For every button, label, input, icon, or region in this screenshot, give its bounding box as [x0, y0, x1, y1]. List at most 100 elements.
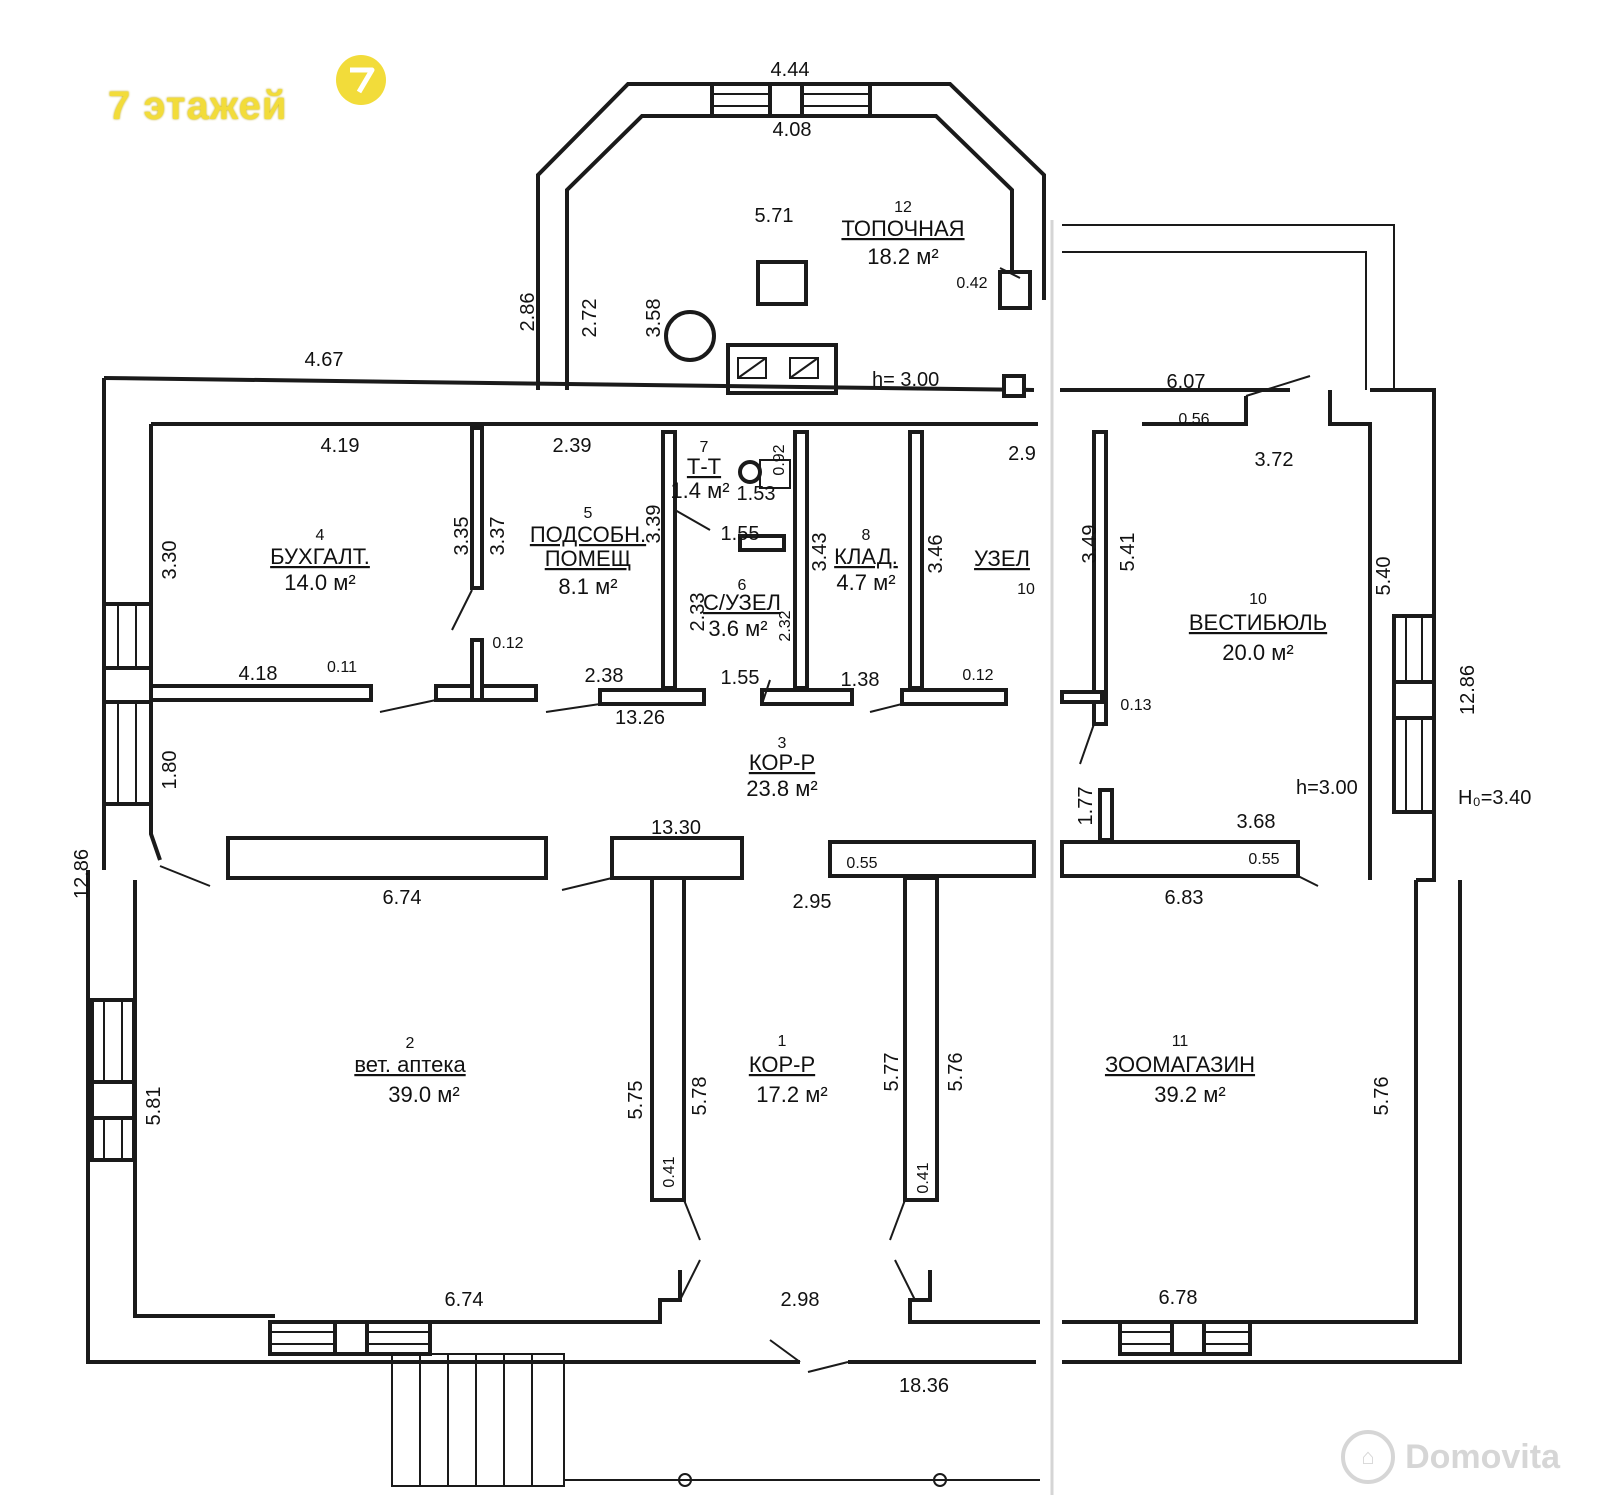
dim-label: 0.92 [771, 444, 788, 475]
dim-label: 4.44 [771, 59, 810, 81]
svg-text:7: 7 [700, 439, 709, 456]
svg-text:4.7 м²: 4.7 м² [836, 570, 895, 595]
dim-label: 3.35 [451, 517, 473, 556]
svg-text:вет. аптека: вет. аптека [354, 1052, 466, 1077]
svg-text:10: 10 [1249, 591, 1267, 608]
svg-text:Т-Т: Т-Т [687, 454, 721, 479]
dim-label: 12.86 [1457, 665, 1479, 715]
dim-label: 2.33 [687, 593, 709, 632]
svg-text:ЗООМАГАЗИН: ЗООМАГАЗИН [1105, 1052, 1255, 1077]
ceiling-height-1: h= 3.00 [872, 369, 939, 391]
dim-label: 3.39 [643, 505, 665, 544]
dim-label: 0.12 [492, 635, 523, 652]
dim-label: 2.86 [517, 293, 539, 332]
dim-label: 1.77 [1075, 787, 1097, 826]
svg-text:КОР-Р: КОР-Р [749, 1052, 815, 1077]
ceiling-height-2: h=3.00 [1296, 777, 1358, 799]
dim-label: 13.30 [651, 817, 701, 839]
dim-label: 0.55 [846, 855, 877, 872]
room-8-label: 8 КЛАД. 4.7 м² [834, 527, 898, 595]
dim-label: 2.72 [579, 299, 601, 338]
svg-text:2: 2 [406, 1035, 415, 1052]
dimension-labels: 4.44 4.08 5.71 0.42 2.86 2.72 3.58 4.67 … [71, 59, 1479, 1397]
door-swings [159, 267, 1319, 1373]
svg-text:23.8 м²: 23.8 м² [746, 776, 817, 801]
watermark: ⌂ Domovita [1341, 1430, 1560, 1484]
dim-label: 0.11 [327, 659, 357, 676]
dim-label: 1.38 [841, 669, 880, 691]
svg-text:3.6 м²: 3.6 м² [708, 616, 767, 641]
svg-text:8: 8 [862, 527, 871, 544]
dim-label: 1.55 [721, 667, 760, 689]
ceiling-height-total: H₀=3.40 [1458, 787, 1531, 809]
svg-text:1.4 м²: 1.4 м² [670, 478, 729, 503]
svg-text:20.0 м²: 20.0 м² [1222, 640, 1293, 665]
dim-label: 1.55 [721, 523, 760, 545]
dim-label: 3.72 [1255, 449, 1294, 471]
room-5-label: 5 ПОДСОБН. ПОМЕЩ 8.1 м² [530, 505, 646, 599]
svg-text:ПОМЕЩ: ПОМЕЩ [545, 546, 632, 571]
svg-text:1: 1 [778, 1033, 787, 1050]
dim-label: 0.41 [915, 1162, 932, 1193]
brand-badge-icon [336, 55, 386, 105]
dim-label: 3.37 [487, 517, 509, 556]
dim-label: 5.77 [881, 1053, 903, 1092]
dim-label: 4.67 [305, 349, 344, 371]
dim-label: 3.68 [1237, 811, 1276, 833]
dim-label: 18.36 [899, 1375, 949, 1397]
svg-text:6: 6 [738, 577, 747, 594]
dim-label: 2.98 [781, 1289, 820, 1311]
dim-label: 2.95 [793, 891, 832, 913]
dim-label: 1.80 [159, 751, 181, 790]
svg-text:4: 4 [316, 527, 325, 544]
svg-text:БУХГАЛТ.: БУХГАЛТ. [270, 544, 370, 569]
room-11-label: 11 ЗООМАГАЗИН 39.2 м² [1105, 1033, 1255, 1107]
dim-label: 0.55 [1248, 851, 1279, 868]
dim-label: 2.38 [585, 665, 624, 687]
dim-label: 4.18 [239, 663, 278, 685]
dim-label: 13.26 [615, 707, 665, 729]
dim-label: 0.56 [1178, 411, 1209, 428]
dim-label: 0.12 [962, 667, 993, 684]
svg-text:14.0 м²: 14.0 м² [284, 570, 355, 595]
annex-outline [1062, 224, 1395, 390]
dim-label: 3.46 [925, 535, 947, 574]
room-4-label: 4 БУХГАЛТ. 14.0 м² [270, 527, 370, 595]
room-3-label: 3 КОР-Р 23.8 м² [746, 735, 817, 801]
dim-label: 4.08 [773, 119, 812, 141]
dim-label: 5.81 [143, 1087, 165, 1126]
dim-label: 3.49 [1079, 525, 1101, 564]
dim-label: 6.74 [383, 887, 422, 909]
svg-text:ПОДСОБН.: ПОДСОБН. [530, 522, 646, 547]
room-7-label: 7 Т-Т 1.4 м² [670, 439, 729, 503]
dim-label: 0.42 [956, 275, 987, 292]
dim-label: 5.76 [1371, 1077, 1393, 1116]
dim-label: 5.40 [1373, 557, 1395, 596]
svg-text:ТОПОЧНАЯ: ТОПОЧНАЯ [841, 216, 964, 241]
svg-text:39.0 м²: 39.0 м² [388, 1082, 459, 1107]
dim-label: 6.74 [445, 1289, 484, 1311]
dim-label: 5.41 [1117, 533, 1139, 572]
room-utility-label: УЗЕЛ 10 [974, 546, 1035, 598]
floors-label: 7 этажей [108, 84, 288, 128]
svg-text:С/УЗЕЛ: С/УЗЕЛ [703, 590, 781, 615]
room-10-label: 10 ВЕСТИБЮЛЬ 20.0 м² [1189, 591, 1327, 665]
svg-text:5: 5 [584, 505, 593, 522]
svg-text:12: 12 [894, 199, 912, 216]
svg-text:8.1 м²: 8.1 м² [558, 574, 617, 599]
dim-label: 5.78 [689, 1077, 711, 1116]
svg-text:КОР-Р: КОР-Р [749, 750, 815, 775]
svg-text:ВЕСТИБЮЛЬ: ВЕСТИБЮЛЬ [1189, 610, 1327, 635]
svg-text:17.2 м²: 17.2 м² [756, 1082, 827, 1107]
interior-walls [149, 426, 1300, 1202]
dim-label: 2.39 [553, 435, 592, 457]
svg-text:18.2 м²: 18.2 м² [867, 244, 938, 269]
dim-label: 5.71 [755, 205, 794, 227]
dim-label: 1.53 [737, 483, 776, 505]
svg-text:10: 10 [1017, 581, 1035, 598]
dim-label: 3.43 [809, 533, 831, 572]
room-2-label: 2 вет. аптека 39.0 м² [354, 1035, 466, 1107]
dim-label: 6.78 [1159, 1287, 1198, 1309]
room-12-label: 12 ТОПОЧНАЯ 18.2 м² [841, 199, 964, 269]
